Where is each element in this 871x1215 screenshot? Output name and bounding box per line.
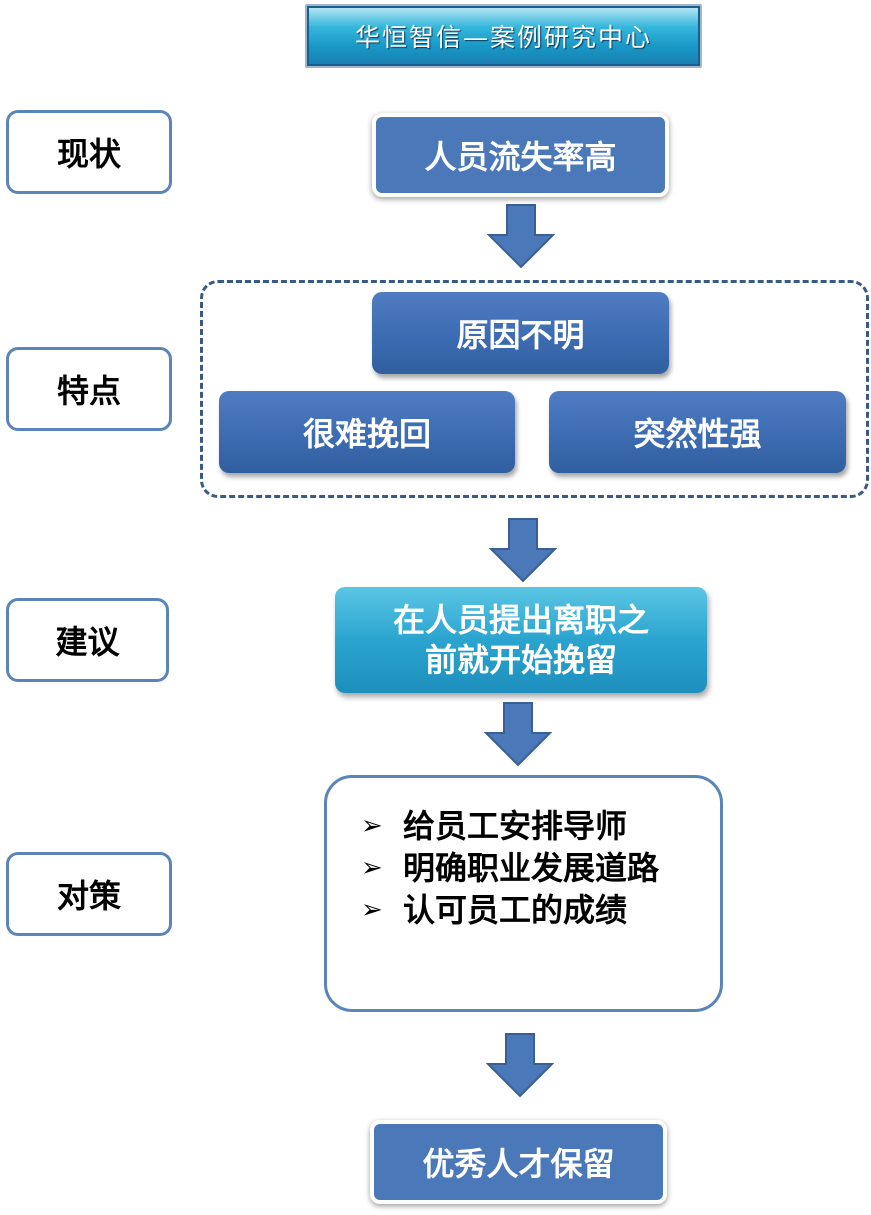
label-measures: 对策 (6, 852, 172, 936)
label-suggestion-text: 建议 (55, 623, 120, 661)
features-group (200, 280, 869, 498)
measure-text: 给员工安排导师 (403, 807, 628, 845)
label-status-text: 现状 (56, 135, 121, 173)
suggestion-box: 在人员提出离职之 前就开始挽留 (335, 587, 707, 693)
measures-list: ➢ 给员工安排导师 ➢ 明确职业发展道路 ➢ 认可员工的成绩 (361, 806, 700, 930)
feature-left-text: 很难挽回 (302, 415, 431, 453)
list-item: ➢ 给员工安排导师 (361, 806, 700, 846)
label-suggestion: 建议 (6, 598, 169, 682)
status-box-text: 人员流失率高 (424, 138, 617, 176)
result-box: 优秀人才保留 (370, 1120, 667, 1204)
result-box-text: 优秀人才保留 (422, 1145, 615, 1183)
arrow-bullet-icon: ➢ (361, 895, 383, 925)
down-arrow-1 (487, 204, 555, 269)
measures-box: ➢ 给员工安排导师 ➢ 明确职业发展道路 ➢ 认可员工的成绩 (324, 775, 723, 1012)
arrow-bullet-icon: ➢ (361, 811, 383, 841)
suggestion-line-2: 前就开始挽留 (424, 641, 617, 679)
label-features-text: 特点 (56, 372, 121, 410)
down-arrow-3 (484, 702, 552, 767)
arrow-bullet-icon: ➢ (361, 853, 383, 883)
label-status: 现状 (6, 110, 172, 194)
measure-text: 认可员工的成绩 (403, 891, 628, 929)
down-arrow-2 (489, 518, 557, 583)
measure-text: 明确职业发展道路 (403, 849, 660, 887)
header-title: 华恒智信—案例研究中心 (354, 23, 652, 52)
suggestion-line-1: 在人员提出离职之 (392, 601, 649, 639)
feature-box-right: 突然性强 (549, 391, 846, 473)
list-item: ➢ 明确职业发展道路 (361, 848, 700, 888)
label-features: 特点 (6, 347, 172, 431)
label-measures-text: 对策 (56, 877, 121, 915)
cause-box-text: 原因不明 (456, 316, 585, 354)
header-banner: 华恒智信—案例研究中心 (305, 4, 702, 68)
list-item: ➢ 认可员工的成绩 (361, 890, 700, 930)
status-box: 人员流失率高 (372, 113, 669, 197)
feature-right-text: 突然性强 (633, 415, 762, 453)
down-arrow-4 (486, 1033, 554, 1098)
cause-box: 原因不明 (372, 292, 669, 374)
feature-box-left: 很难挽回 (219, 391, 515, 473)
